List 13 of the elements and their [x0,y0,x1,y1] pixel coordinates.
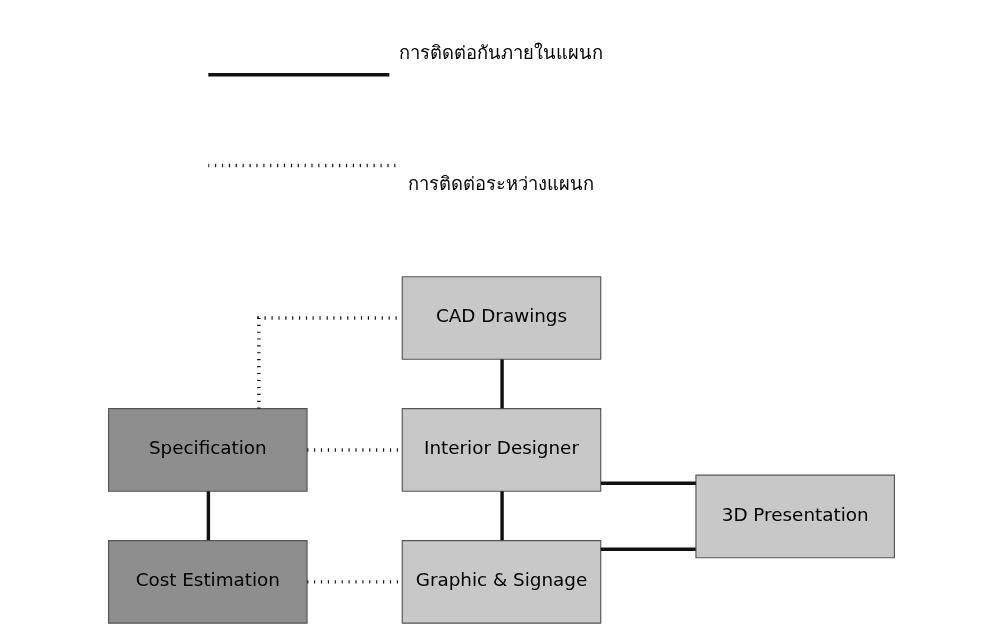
connector [206,491,210,541]
connector [600,481,696,485]
node-box: 3D Presentation [694,474,895,559]
node-box: Graphic & Signage [401,539,601,624]
node-box: Interior Designer [401,408,601,492]
legend-label: การติดต่อระหว่างแผนก [408,173,594,195]
connector [600,547,696,551]
node-box: Cost Estimation [107,539,308,624]
node-box: Specification [107,408,308,492]
legend-label: การติดต่อกันภายในแผนก [399,41,603,63]
node-box: CAD Drawings [401,276,601,360]
connector [499,359,504,409]
connector [499,491,504,541]
